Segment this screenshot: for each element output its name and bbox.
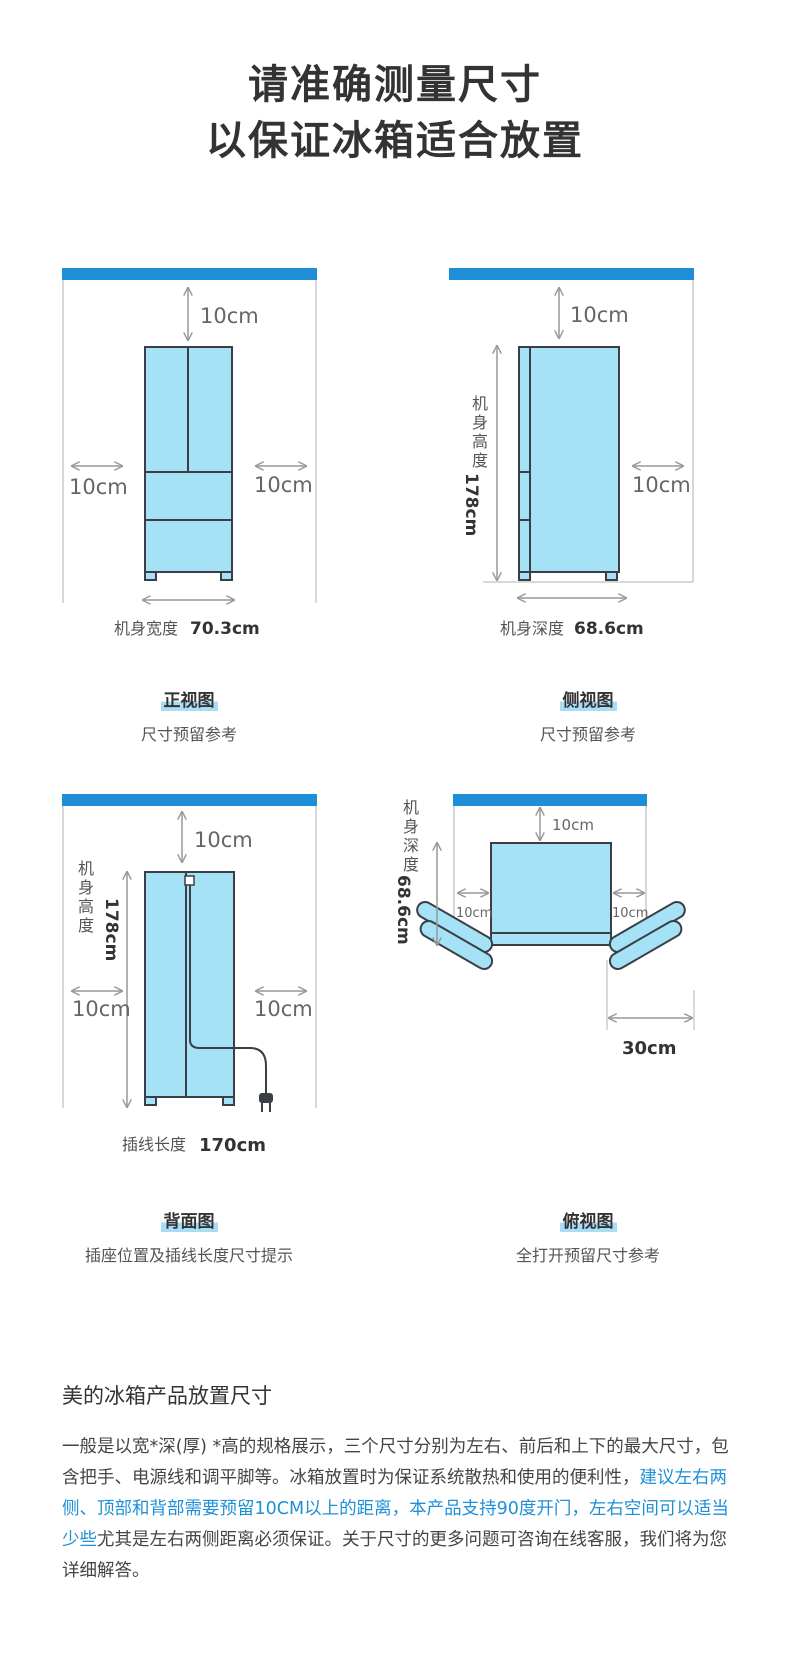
back-height-char-2: 身 [78,878,94,897]
top-depth-char-1: 机 [403,798,419,817]
dimension-diagrams: 10cm 10cm 10cm 机身宽度 70.3cm 10cm [62,268,695,1156]
front-fridge [144,346,233,581]
front-caption: 正视图 尺寸预留参考 [89,686,289,745]
paragraph-part-1: 一般是以宽*深(厚) *高的规格展示，三个尺寸分别为左右、前后和上下的最大尺寸，… [62,1437,729,1488]
side-depth-value: 68.6cm [574,619,644,639]
side-caption: 侧视图 尺寸预留参考 [488,686,688,745]
paragraph-part-2: 尤其是左右两侧距离必须保证。关于尺寸的更多问题可咨询在线客服，我们将为您详细解答… [62,1530,727,1581]
front-view-title: 正视图 [160,686,218,711]
back-left-gap-label: 10cm [72,997,131,1021]
top-depth-char-4: 度 [403,855,419,874]
top-view-title: 俯视图 [559,1207,617,1232]
side-view-subtitle: 尺寸预留参考 [539,725,636,744]
back-ceiling-bar [62,794,317,806]
back-height-char-3: 高 [78,897,94,916]
paragraph-highlight: 建议左右两侧、顶部和背部需要预留10CM以上的距离，本产品支持90度开门，左右空… [62,1468,729,1550]
front-view-diagram: 10cm 10cm 10cm 机身宽度 70.3cm [62,268,317,639]
side-right-gap-label: 10cm [632,473,691,497]
top-depth-char-2: 身 [403,817,419,836]
top-view-diagram: 10cm 10cm 10cm 机 身 深 度 68.6cm [393,794,695,1059]
side-height-char-2: 身 [472,413,488,432]
front-right-gap-label: 10cm [254,473,313,497]
side-view-title: 侧视图 [559,686,617,711]
front-top-gap-label: 10cm [200,304,259,328]
back-view-title: 背面图 [160,1207,218,1232]
back-cord-value: 170cm [199,1135,266,1156]
top-depth-value: 68.6cm [393,875,413,945]
side-height-char-1: 机 [472,394,488,413]
top-view-subtitle: 全打开预留尺寸参考 [515,1246,660,1265]
side-ceiling-bar [449,268,694,280]
side-height-char-4: 度 [472,451,488,470]
back-height-char-1: 机 [78,859,94,878]
back-caption: 背面图 插座位置及插线长度尺寸提示 [39,1207,339,1266]
side-top-gap-label: 10cm [570,303,629,327]
power-cord [189,885,267,1093]
side-view-diagram: 10cm 机 身 高 度 178cm 10cm 机身深度 68.6cm [449,268,694,639]
section-title: 美的冰箱产品放置尺寸 [62,1384,272,1408]
back-right-gap-label: 10cm [254,997,313,1021]
front-width-value: 70.3cm [190,619,260,639]
top-depth-char-3: 深 [403,836,419,855]
top-back-wall-bar [453,794,647,806]
back-height-value: 178cm [101,898,121,961]
side-depth-label: 机身深度 [500,619,564,638]
front-view-subtitle: 尺寸预留参考 [140,725,237,744]
top-door-gap-label: 30cm [622,1038,676,1059]
back-top-gap-label: 10cm [194,828,253,852]
back-view-subtitle: 插座位置及插线长度尺寸提示 [84,1246,293,1265]
front-left-gap-label: 10cm [69,475,128,499]
page-title-line1: 请准确测量尺寸 [248,62,542,108]
top-left-gap-label: 10cm [456,906,492,921]
top-right-gap-label: 10cm [612,906,648,921]
section-paragraph: 一般是以宽*深(厚) *高的规格展示，三个尺寸分别为左右、前后和上下的最大尺寸，… [62,1432,738,1587]
front-ceiling-bar [62,268,317,280]
side-height-value: 178cm [461,473,481,536]
side-height-char-3: 高 [472,432,488,451]
page-title-line2: 以保证冰箱适合放置 [206,118,584,164]
front-width-label: 机身宽度 [114,619,178,638]
top-caption: 俯视图 全打开预留尺寸参考 [438,1207,738,1266]
side-fridge [518,346,620,581]
back-view-diagram: 10cm 机 身 高 度 178cm 10cm 10cm 插线长度 170cm [62,794,317,1156]
back-cord-label: 插线长度 [122,1135,186,1154]
top-back-gap-label: 10cm [552,816,594,834]
back-height-char-4: 度 [78,916,94,935]
power-plug-icon [259,1093,273,1112]
